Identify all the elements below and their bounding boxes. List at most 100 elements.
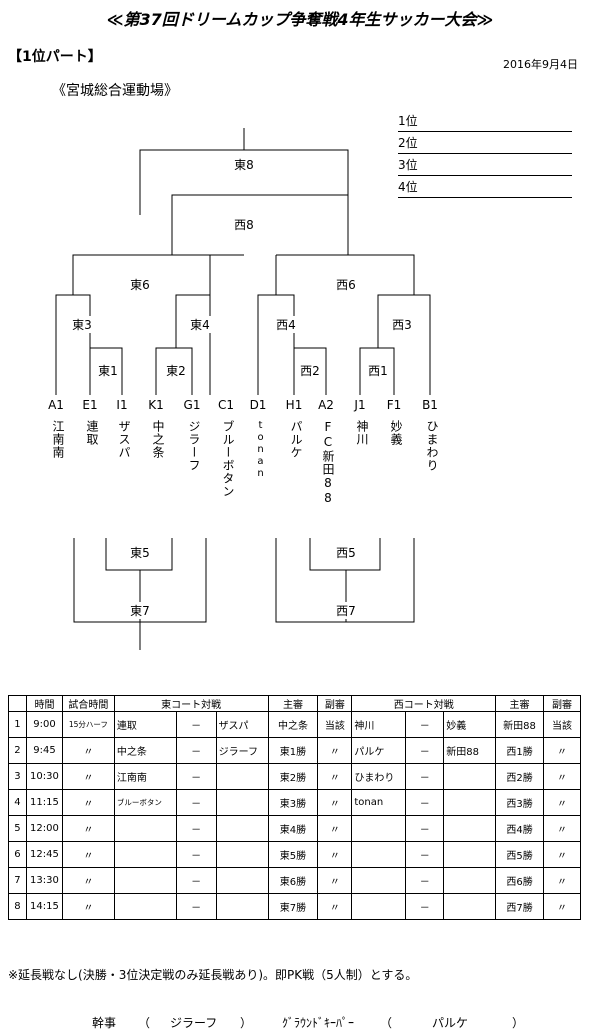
table-cell-time: 12:45 [25,841,63,868]
header-cell [8,695,27,712]
table-header-row: 時間 試合時間 東コート対戦 主審 副審 西コート対戦 主審 副審 [8,695,581,712]
bracket-lower-right-label: 西5 [335,544,357,561]
header-cell: 主審 [267,695,319,712]
table-cell-w-asst: 〃 [543,789,581,816]
header-cell: 試合時間 [61,695,115,712]
table-cell-e-vs: － [175,711,217,738]
header-cell: 副審 [317,695,353,712]
table-cell-w-asst: 当該 [543,711,581,738]
table-cell-w-away [443,867,497,894]
bracket-qf-label: 西3 [391,316,413,333]
bracket-r1-label: 西2 [299,362,321,379]
team-name: パルケ [289,420,303,459]
table-cell-no: 4 [8,789,27,816]
team-code: H1 [285,398,303,412]
table-cell-e-away: ジラーフ [215,737,269,764]
date: 2016年9月4日 [503,58,578,71]
table-cell-w-away [443,841,497,868]
bracket-lower-right-final-label: 西7 [335,602,357,619]
team-code: G1 [183,398,201,412]
table-cell-w-asst: 〃 [543,893,581,920]
table-cell-e-vs: － [175,737,217,764]
table-cell-e-home [113,893,177,920]
table-cell-w-ref: 西2勝 [495,763,544,790]
table-cell-e-home: ブルーボタン [113,789,177,816]
table-cell-w-ref: 新田88 [495,711,544,738]
team-name: tonan [255,420,266,480]
table-cell-w-home: パルケ [351,737,407,764]
table-cell-e-asst: 〃 [317,867,353,894]
bracket-r1-label: 東2 [165,362,187,379]
table-cell-e-away [215,789,269,816]
table-cell-w-vs: － [405,893,445,920]
table-cell-w-asst: 〃 [543,763,581,790]
table-cell-w-home [351,867,407,894]
table-cell-e-asst: 〃 [317,763,353,790]
team-name: 神川 [355,420,369,446]
table-cell-e-vs: － [175,841,217,868]
bracket-lower-left-label: 東5 [129,544,151,561]
table-cell-e-away [215,815,269,842]
team-name: ジラーフ [187,420,201,472]
table-cell-e-vs: － [175,867,217,894]
table-cell-e-ref: 東5勝 [267,841,319,868]
bracket-lower-left-final-label: 東7 [129,602,151,619]
table-cell-e-ref: 東3勝 [267,789,319,816]
team-name: ひまわり [425,420,439,472]
ground-keeper-label: ｸﾞﾗｳﾝﾄﾞｷｰﾊﾟｰ [282,1016,355,1030]
rank-3: 3位 [398,154,572,176]
table-cell-duration: 〃 [61,867,115,894]
ground-paren-open: （ [380,1016,393,1030]
table-cell-e-away [215,841,269,868]
bracket-qf-label: 西4 [275,316,297,333]
table-cell-w-ref: 西4勝 [495,815,544,842]
organizer-paren-open: （ [138,1016,151,1030]
table-cell-w-asst: 〃 [543,815,581,842]
table-cell-e-away: ザスパ [215,711,269,738]
bracket-qf-label: 東4 [189,316,211,333]
table-cell-duration: 15分ハーフ [61,711,115,738]
table-cell-w-vs: － [405,737,445,764]
table-cell-w-away: 新田88 [443,737,497,764]
table-cell-e-ref: 中之条 [267,711,319,738]
team-name: FC新田88 [321,420,335,506]
team-name: ブルーボタン [221,420,235,498]
table-cell-e-asst: 当該 [317,711,353,738]
rank-4: 4位 [398,176,572,198]
table-cell-no: 1 [8,711,27,738]
table-cell-w-vs: － [405,789,445,816]
team-code: E1 [82,398,98,412]
team-code: A1 [48,398,64,412]
team-name: 妙義 [389,420,403,446]
table-cell-e-home: 中之条 [113,737,177,764]
ground-keeper-team: パルケ [432,1016,469,1030]
table-cell-no: 2 [8,737,27,764]
table-cell-e-home: 江南南 [113,763,177,790]
team-code: B1 [422,398,438,412]
table-cell-time: 10:30 [25,763,63,790]
table-cell-e-vs: － [175,763,217,790]
table-cell-time: 11:15 [25,789,63,816]
table-cell-w-away [443,815,497,842]
table-cell-w-home [351,893,407,920]
table-cell-time: 12:00 [25,815,63,842]
team-code: C1 [217,398,235,412]
team-code: I1 [116,398,128,412]
team-code: J1 [354,398,366,412]
team-name: 江南南 [51,420,65,459]
bracket-third-place-label: 西8 [233,216,255,233]
table-cell-w-away: 妙義 [443,711,497,738]
table-cell-duration: 〃 [61,893,115,920]
rules-note: ※延長戦なし(決勝・3位決定戦のみ延長戦あり)。即PK戦（5人制）とする。 [8,968,418,982]
organizer-label: 幹事 [92,1016,117,1030]
table-cell-duration: 〃 [61,815,115,842]
table-cell-e-home: 連取 [113,711,177,738]
table-cell-w-vs: － [405,841,445,868]
bracket-semi-left-label: 東6 [129,276,151,293]
table-cell-e-ref: 東4勝 [267,815,319,842]
table-cell-no: 5 [8,815,27,842]
table-cell-e-home [113,867,177,894]
